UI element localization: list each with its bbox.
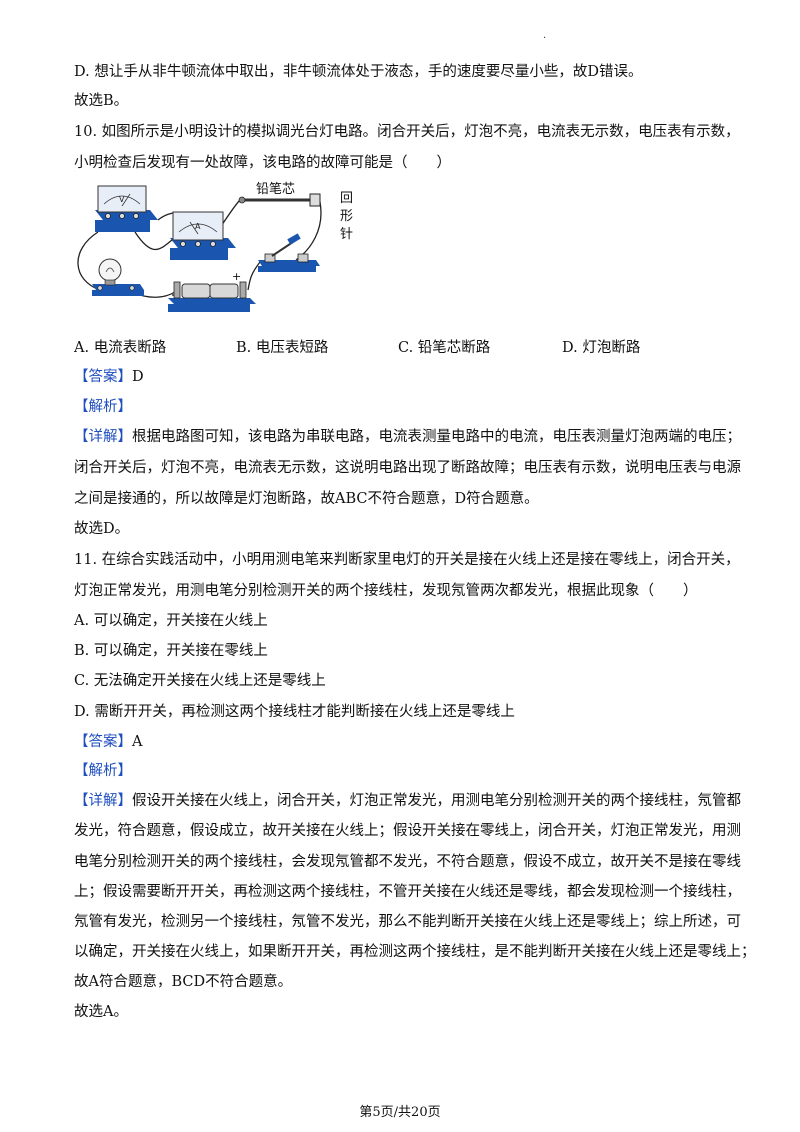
- battery-holder: +: [168, 270, 256, 312]
- answer-value: D: [132, 369, 144, 385]
- q11-answer: 【答案】A: [74, 731, 754, 753]
- q11-option-b: B. 可以确定，开关接在零线上: [74, 643, 268, 659]
- q11-detail-line-2: 发光，符合题意，假设成立，故开关接在火线上；假设开关接在零线上，闭合开关，灯泡正…: [74, 823, 741, 839]
- q9-option-d: D. 想让手从非牛顿流体中取出，非牛顿流体处于液态，手的速度要尽量小些，故D错误…: [74, 64, 643, 80]
- answer-tag: 【答案】: [74, 734, 132, 750]
- q11-stem-line-1: 11. 在综合实践活动中，小明用测电笔来判断家里电灯的开关是接在火线上还是接在零…: [74, 552, 740, 568]
- detail-tag: 【详解】: [74, 793, 132, 809]
- q11-detail-line-4: 上；假设需要断开开关，再检测这两个接线柱，不管开关接在火线还是零线，都会发现检测…: [74, 884, 741, 900]
- detail-tag: 【详解】: [74, 429, 132, 445]
- q10-detail-line-1: 【详解】根据电路图可知，该电路为串联电路，电流表测量电路中的电流，电压表测量灯泡…: [74, 429, 741, 445]
- q11-detail-line-7: 故A符合题意，BCD不符合题意。: [74, 974, 293, 990]
- q11-analysis-tag: 【解析】: [74, 763, 132, 779]
- battery-plus-sign: +: [232, 270, 241, 283]
- q10-option-c: C. 铅笔芯断路: [398, 340, 491, 356]
- q11-detail-line-3: 电笔分别检测开关的两个接线柱，会发现氖管都不发光，不符合题意，假设不成立，故开关…: [74, 854, 741, 870]
- ammeter: A: [170, 211, 236, 260]
- pencil-lead-label: 铅笔芯: [256, 181, 295, 197]
- q10-conclusion: 故选D。: [74, 521, 130, 537]
- q10-option-a: A. 电流表断路: [74, 340, 167, 356]
- pencil-lead: 铅笔芯: [238, 181, 321, 207]
- q11-conclusion: 故选A。: [74, 1004, 128, 1020]
- q10-detail-line-3: 之间是接通的，所以故障是灯泡断路，故ABC不符合题意，D符合题意。: [74, 491, 539, 507]
- q11-option-a: A. 可以确定，开关接在火线上: [74, 613, 268, 629]
- voltmeter: V: [95, 185, 158, 232]
- q10-detail-line-2: 闭合开关后，灯泡不亮，电流表无示数，这说明电路出现了断路故障；电压表有示数，说明…: [74, 460, 741, 476]
- top-dot: .: [543, 30, 547, 41]
- ammeter-label: A: [195, 222, 201, 231]
- svg-text:针: 针: [340, 227, 353, 242]
- q11-detail-line-6: 以确定，开关接在火线上，如果断开开关，再检测这两个接线柱，是不能判断开关接在火线…: [74, 944, 756, 960]
- q11-option-d: D. 需断开开关，再检测这两个接线柱才能判断接在火线上还是零线上: [74, 704, 515, 720]
- light-bulb: [92, 258, 144, 296]
- paper-clip-label: 回 形 针: [340, 191, 353, 242]
- svg-text:回: 回: [340, 191, 353, 206]
- q11-detail-line-1: 【详解】假设开关接在火线上，闭合开关，灯泡正常发光，用测电笔分别检测开关的两个接…: [74, 793, 741, 809]
- q11-option-c: C. 无法确定开关接在火线上还是零线上: [74, 673, 326, 689]
- circuit-figure: V A 铅笔芯 回 形 针: [77, 181, 353, 312]
- q10-option-d: D. 灯泡断路: [562, 340, 641, 356]
- q10-stem-line-1: 10. 如图所示是小明设计的模拟调光台灯电路。闭合开关后，灯泡不亮，电流表无示数…: [74, 124, 740, 140]
- answer-value: A: [132, 734, 143, 750]
- q10-stem-line-2: 小明检查后发现有一处故障，该电路的故障可能是（ ）: [74, 155, 451, 171]
- q10-analysis-tag: 【解析】: [74, 399, 132, 415]
- q9-conclusion: 故选B。: [74, 93, 129, 109]
- q10-option-b: B. 电压表短路: [236, 340, 329, 356]
- q11-stem-line-2: 灯泡正常发光，用测电笔分别检测开关的两个接线柱，发现氖管两次都发光，根据此现象（…: [74, 583, 698, 599]
- answer-tag: 【答案】: [74, 369, 132, 385]
- switch: [258, 233, 320, 272]
- svg-text:形: 形: [340, 209, 353, 224]
- q10-answer: 【答案】D: [74, 366, 754, 388]
- q11-detail-line-5: 氖管有发光，检测另一个接线柱，氖管不发光，那么不能判断开关接在火线上还是零线上；…: [74, 914, 741, 930]
- page-number-footer: 第5页/共20页: [359, 1105, 441, 1120]
- voltmeter-label: V: [119, 195, 125, 204]
